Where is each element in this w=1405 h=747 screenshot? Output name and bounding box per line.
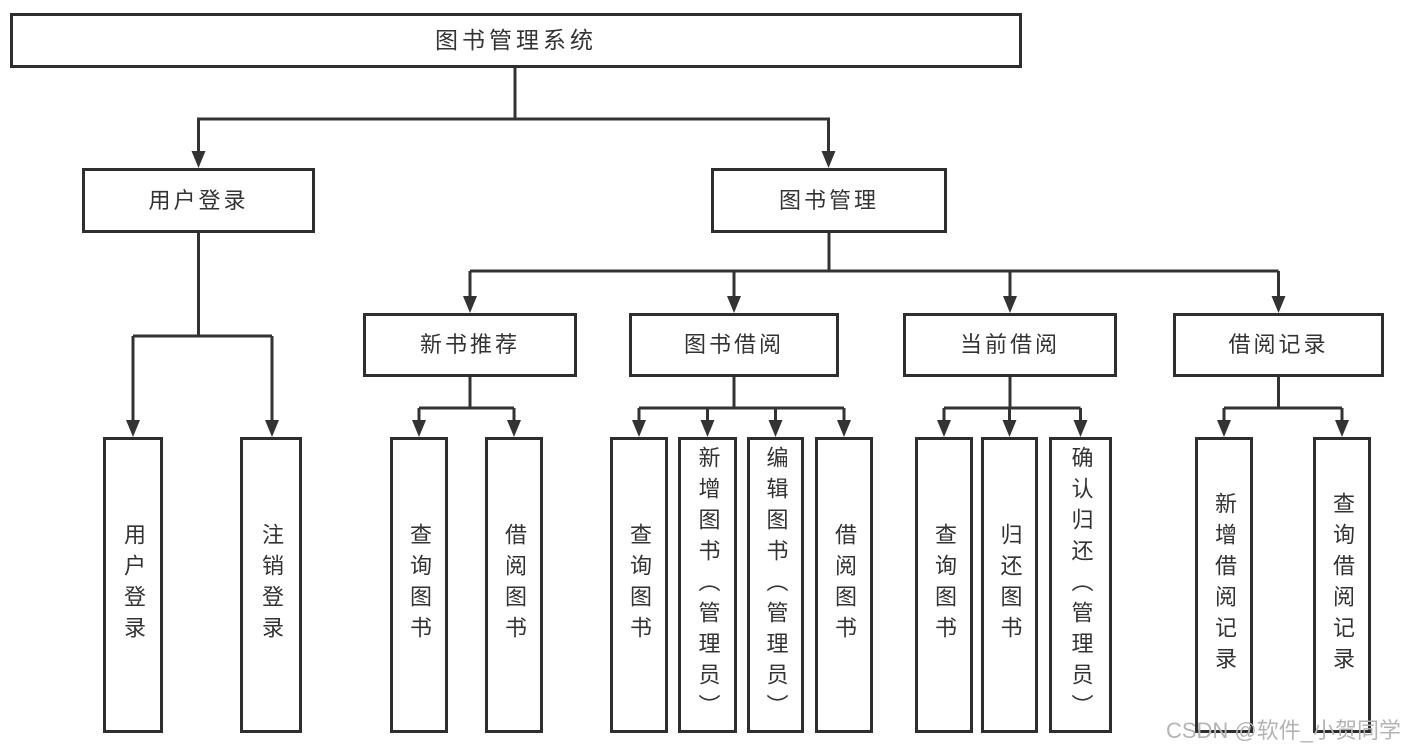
- leaf-return-books: 归还图书: [981, 437, 1038, 733]
- leaf-borrow-books: 借阅图书: [815, 437, 873, 733]
- node-book-management: 图书管理: [711, 168, 947, 233]
- node-new-book-recommend: 新书推荐: [363, 313, 577, 377]
- node-book-borrow: 图书借阅: [629, 313, 839, 377]
- leaf-confirm-return-admin: 确认归还（管理员）: [1049, 437, 1112, 733]
- leaf-user-login: 用户登录: [103, 437, 163, 733]
- leaf-query-books-recommend: 查询图书: [390, 437, 448, 733]
- leaf-query-books-borrow: 查询图书: [610, 437, 668, 733]
- node-current-borrow: 当前借阅: [903, 313, 1117, 377]
- node-user-login: 用户登录: [82, 168, 315, 233]
- leaf-logout: 注销登录: [240, 437, 302, 733]
- leaf-add-borrow-record: 新增借阅记录: [1195, 437, 1253, 733]
- leaf-borrow-books-recommend: 借阅图书: [485, 437, 543, 733]
- leaf-query-borrow-record: 查询借阅记录: [1313, 437, 1371, 733]
- arrowheads: [126, 151, 1349, 437]
- leaf-add-books-admin: 新增图书（管理员）: [678, 437, 737, 733]
- node-borrow-records: 借阅记录: [1173, 313, 1384, 377]
- leaf-edit-books-admin: 编辑图书（管理员）: [747, 437, 804, 733]
- csdn-watermark: CSDN @软件_小贺同学: [1165, 718, 1401, 743]
- node-library-management-system: 图书管理系统: [10, 13, 1022, 68]
- leaf-query-books-current: 查询图书: [915, 437, 973, 733]
